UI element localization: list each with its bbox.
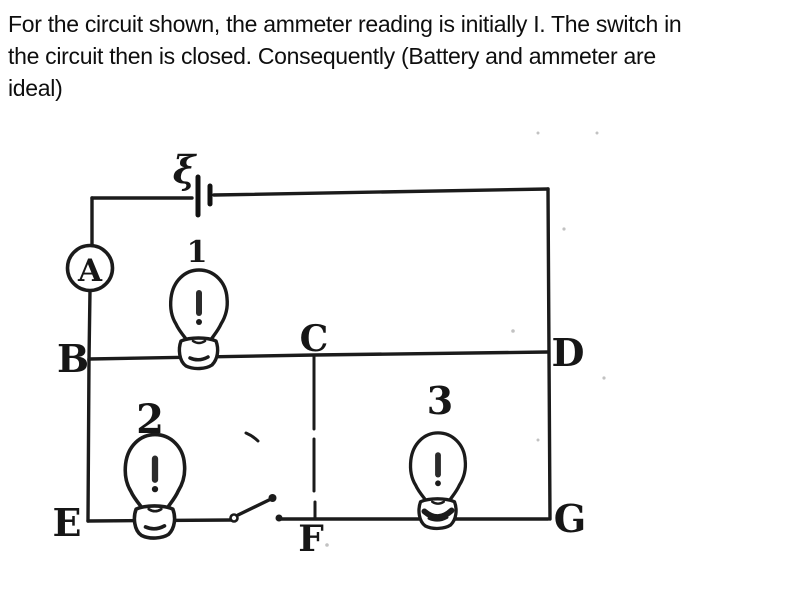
node-label-g: G xyxy=(554,496,586,541)
node-label-e: E xyxy=(53,500,82,545)
ammeter-circle xyxy=(65,243,115,293)
question-text: For the circuit shown, the ammeter readi… xyxy=(8,8,798,104)
bulb-2-label: 2 xyxy=(136,396,164,443)
wire-CF-branch xyxy=(312,355,317,521)
node-label-c: C xyxy=(300,318,329,360)
wire-middle-BD xyxy=(87,350,550,361)
bulb-3-label: 3 xyxy=(427,378,453,423)
node-label-d: D xyxy=(552,330,585,375)
battery-emf-label: ξ xyxy=(173,147,198,192)
battery-icon: ξ xyxy=(173,147,213,218)
bulb-2-sketch-dash xyxy=(244,431,260,443)
bulb-1-icon xyxy=(171,270,228,369)
ammeter-label: A xyxy=(77,253,103,289)
ammeter-icon: A xyxy=(65,243,115,293)
question-line-3: ideal) xyxy=(8,75,63,101)
bulb-2-icon xyxy=(125,435,184,538)
question-line-1: For the circuit shown, the ammeter readi… xyxy=(8,11,682,37)
bulb-1-label: 1 xyxy=(187,235,208,270)
wire-left-bottom xyxy=(86,358,91,523)
wire-top-right xyxy=(212,187,550,197)
scan-specks xyxy=(325,131,606,547)
switch-right-contact xyxy=(275,514,283,522)
bulb-3-icon xyxy=(411,433,466,529)
node-label-b: B xyxy=(57,336,89,381)
node-label-f: F xyxy=(298,518,324,560)
wire-left-below-ammeter xyxy=(87,288,92,362)
question-line-2: the circuit then is closed. Consequently… xyxy=(8,43,656,69)
switch-lever-tip xyxy=(268,494,277,502)
switch-lever xyxy=(236,498,271,517)
wire-right-vertical xyxy=(546,187,552,521)
switch-icon xyxy=(229,494,283,523)
switch-left-contact xyxy=(229,513,239,523)
